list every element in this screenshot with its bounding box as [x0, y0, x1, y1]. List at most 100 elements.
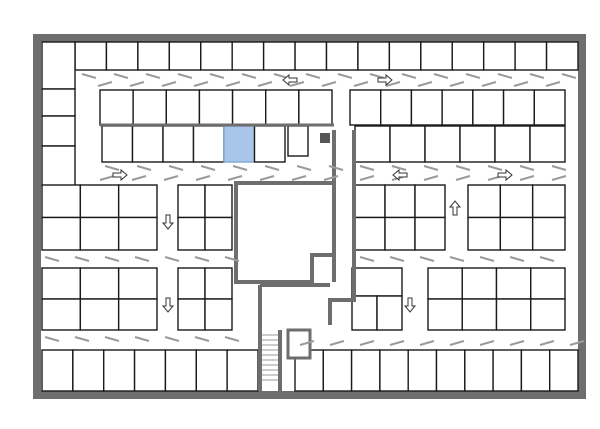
- room: [198, 89, 234, 126]
- room: [351, 295, 378, 331]
- door-swing: [257, 81, 273, 87]
- door-swing: [164, 336, 180, 342]
- door-swing: [305, 73, 321, 79]
- door-swing: [97, 81, 113, 87]
- door-swing: [134, 256, 150, 262]
- room: [379, 349, 409, 392]
- door-swing: [129, 81, 145, 87]
- door-swing: [145, 73, 161, 79]
- room: [461, 298, 498, 331]
- room: [545, 41, 579, 71]
- room: [41, 216, 82, 251]
- room: [464, 349, 494, 392]
- door-swing: [509, 340, 525, 346]
- door-swing: [369, 73, 385, 79]
- room: [253, 125, 286, 163]
- room: [41, 88, 76, 117]
- room: [531, 184, 566, 219]
- room: [79, 267, 120, 300]
- door-swing: [513, 81, 529, 87]
- room: [549, 349, 579, 392]
- door-swing: [419, 340, 435, 346]
- room: [294, 41, 328, 71]
- room: [41, 184, 82, 219]
- room: [388, 41, 422, 71]
- room: [451, 41, 485, 71]
- room: [531, 216, 566, 251]
- door-swing: [241, 73, 257, 79]
- room: [354, 216, 386, 251]
- room: [420, 41, 453, 71]
- room: [117, 184, 158, 219]
- door-swing: [81, 73, 97, 79]
- door-swing: [193, 81, 209, 87]
- door-swing: [291, 175, 307, 181]
- room: [204, 298, 233, 331]
- room: [354, 125, 391, 163]
- room: [117, 267, 158, 300]
- door-swing: [195, 175, 211, 181]
- door-swing: [44, 336, 60, 342]
- room: [389, 125, 426, 163]
- room: [384, 184, 416, 219]
- room: [533, 89, 566, 126]
- door-swing: [74, 336, 90, 342]
- arrow-right-icon: [112, 168, 128, 182]
- room: [499, 184, 534, 219]
- arrow-down-icon: [161, 297, 175, 313]
- door-swing: [164, 256, 180, 262]
- room: [168, 41, 202, 71]
- room: [226, 349, 259, 392]
- room: [461, 267, 498, 300]
- room: [350, 349, 381, 392]
- arrow-left-icon: [282, 73, 298, 87]
- door-swing: [227, 175, 243, 181]
- room: [231, 41, 265, 71]
- door-swing: [389, 256, 405, 262]
- room: [427, 267, 463, 300]
- room: [499, 216, 534, 251]
- arrow-right-icon: [497, 168, 513, 182]
- door-swing: [497, 73, 513, 79]
- arrow-left-icon: [392, 168, 408, 182]
- room: [262, 41, 296, 71]
- door-swing: [551, 175, 567, 181]
- room: [99, 89, 134, 126]
- room: [195, 349, 228, 392]
- door-swing: [225, 81, 241, 87]
- room: [495, 298, 532, 331]
- room: [384, 216, 416, 251]
- room: [137, 41, 171, 71]
- room: [200, 41, 233, 71]
- room: [177, 267, 206, 300]
- direction-arrows-layer: [112, 73, 513, 313]
- central-hall-wall: [234, 181, 336, 284]
- room: [204, 184, 233, 219]
- door-swing: [74, 256, 90, 262]
- door-swing: [385, 81, 401, 87]
- room: [132, 89, 167, 126]
- room: [131, 125, 164, 163]
- arrow-up-icon: [448, 200, 462, 216]
- door-swing: [329, 340, 345, 346]
- door-swing: [289, 81, 305, 87]
- door-swing: [487, 165, 503, 171]
- door-swing: [321, 81, 337, 87]
- door-swing: [449, 81, 465, 87]
- elevator-shaft: [286, 328, 312, 360]
- door-swing: [177, 73, 193, 79]
- room: [322, 349, 353, 392]
- door-swing: [455, 175, 471, 181]
- stair-core-wall: [258, 283, 330, 391]
- door-swing: [539, 340, 555, 346]
- room: [410, 89, 443, 126]
- highlighted-room: [223, 125, 256, 163]
- room: [287, 125, 309, 157]
- room: [414, 216, 446, 251]
- room: [492, 349, 523, 392]
- room: [376, 295, 403, 331]
- door-swing: [200, 165, 216, 171]
- door-swing: [44, 256, 60, 262]
- door-swing: [433, 73, 449, 79]
